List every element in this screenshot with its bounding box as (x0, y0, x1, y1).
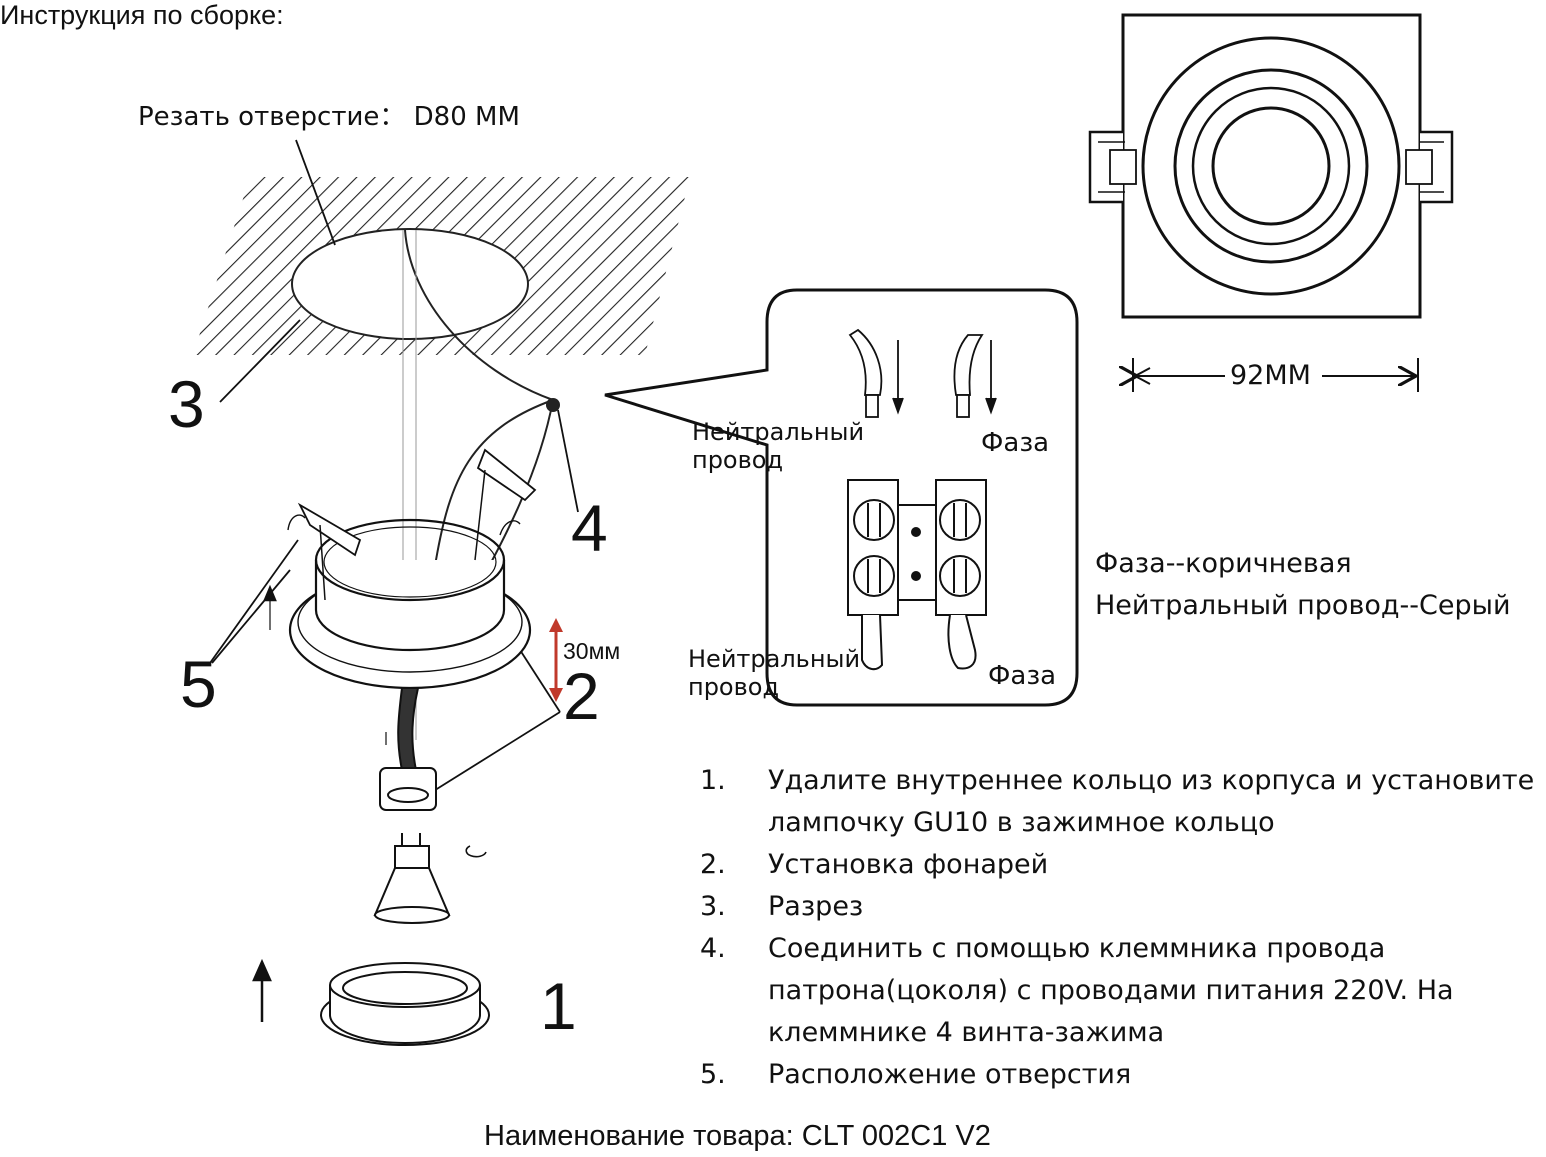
step-text: Разрез (768, 891, 864, 922)
step-number: 2. (700, 849, 726, 880)
gu10-bulb (373, 833, 451, 924)
neutral-wire-label-top: Нейтральный провод (692, 418, 864, 474)
step-number: 3. (700, 891, 726, 922)
leader-lines (209, 139, 579, 793)
assembly-arrows (252, 584, 387, 1022)
step-item: 2. Установка фонарей (700, 844, 1546, 886)
step-number: 5. (700, 1059, 726, 1090)
top-view-fixture (1088, 13, 1454, 319)
step-number: 1. (700, 765, 726, 796)
cut-hole-label: Резать отверстие： D80 MM (138, 102, 520, 132)
step-text: Соединить с помощью клеммника провода па… (768, 933, 1454, 1048)
neutral-wire-label-top-line2: провод (692, 446, 784, 474)
step-number: 4. (700, 933, 726, 964)
step-item: 1. Удалите внутреннее кольцо из корпуса … (700, 760, 1546, 844)
callout-5: 5 (180, 647, 217, 721)
callout-4: 4 (571, 491, 608, 565)
legend-phase: Фаза--коричневая (1095, 548, 1352, 579)
neutral-wire-label-top-line1: Нейтральный (692, 418, 865, 446)
height-dimension-arrow (549, 618, 563, 702)
neutral-wire-label-bottom-line1: Нейтральный (688, 645, 861, 673)
phase-label-bottom: Фаза (988, 661, 1057, 691)
width-label: 92MM (1228, 360, 1313, 391)
neutral-wire-label-bottom-line2: провод (688, 673, 780, 701)
product-name: Наименование товара: CLT 002C1 V2 (484, 1120, 991, 1152)
step-item: 3. Разрез (700, 886, 1546, 928)
callout-2: 2 (563, 659, 600, 733)
retaining-ring (320, 962, 490, 1046)
step-text: Удалите внутреннее кольцо из корпуса и у… (768, 765, 1535, 838)
step-text: Расположение отверстия (768, 1059, 1132, 1090)
page-title: Инструкция по сборке: (0, 0, 284, 30)
legend-neutral: Нейтральный провод--Серый (1095, 590, 1511, 621)
rotate-arrow-icon (465, 845, 487, 858)
lamp-socket (379, 687, 437, 811)
height-label: 30мм (563, 638, 621, 664)
callout-1: 1 (540, 969, 577, 1043)
callout-3: 3 (168, 367, 205, 441)
phase-label-top: Фаза (981, 428, 1050, 458)
fixture-body (288, 448, 537, 690)
step-text: Установка фонарей (768, 849, 1049, 880)
neutral-wire-label-bottom: Нейтральный провод (688, 645, 860, 701)
instruction-steps: 1. Удалите внутреннее кольцо из корпуса … (700, 760, 1546, 1096)
step-item: 4. Соединить с помощью клеммника провода… (700, 928, 1546, 1054)
terminal-block-small (546, 398, 560, 412)
width-dimension (1133, 358, 1419, 392)
ceiling-slab (193, 177, 690, 355)
step-item: 5. Расположение отверстия (700, 1054, 1546, 1096)
wiring-callout (604, 288, 1079, 707)
terminal-block (847, 479, 987, 671)
